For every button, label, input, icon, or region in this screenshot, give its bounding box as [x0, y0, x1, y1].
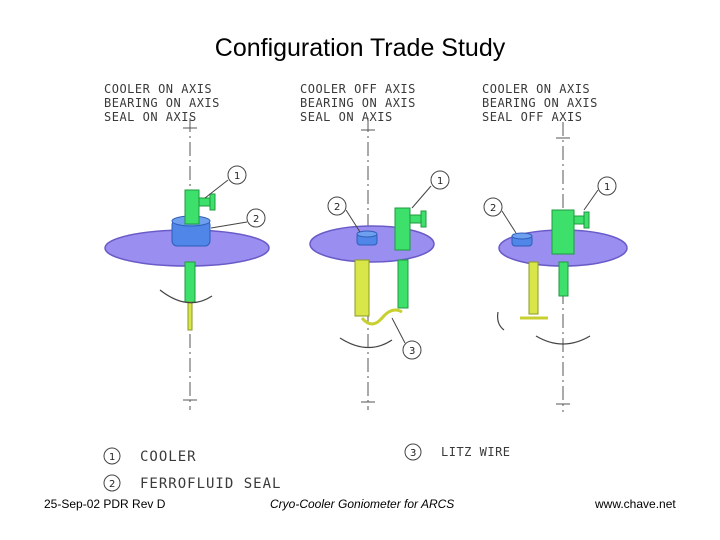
config-1-shaft	[184, 261, 196, 303]
config-2-callout-1: 1	[437, 176, 443, 187]
config-3-line-3: SEAL OFF AXIS	[482, 110, 582, 124]
config-3-shaft	[528, 261, 539, 315]
legend-item-2-num: 2	[109, 479, 115, 490]
config-1-line-2: BEARING ON AXIS	[104, 96, 220, 110]
config-3-rotation-arrow	[535, 335, 591, 345]
footer-url: www.chave.net	[595, 497, 676, 511]
config-2-callout-2: 2	[334, 202, 340, 213]
config-3-cooler	[551, 209, 575, 255]
config-3-callout-2: 2	[490, 203, 496, 214]
config-1: COOLER ON AXIS BEARING ON AXIS SEAL ON A…	[104, 82, 270, 410]
config-3-line-1: COOLER ON AXIS	[482, 82, 590, 96]
config-2-rotation-arrow	[339, 337, 393, 349]
config-1-callout-1: 1	[234, 171, 240, 182]
config-2-line-3: SEAL ON AXIS	[300, 110, 393, 124]
config-2-cooler	[394, 207, 411, 251]
config-1-rotation-arrow	[159, 289, 213, 304]
legend-item-3-label: LITZ WIRE	[441, 445, 511, 459]
config-3-line-2: BEARING ON AXIS	[482, 96, 598, 110]
config-1-line-1: COOLER ON AXIS	[104, 82, 212, 96]
config-2-callout-3: 3	[409, 346, 415, 357]
config-1-callout-2: 2	[253, 214, 259, 225]
config-2-line-2: BEARING ON AXIS	[300, 96, 416, 110]
config-2-line-1: COOLER OFF AXIS	[300, 82, 416, 96]
config-2-shaft	[354, 259, 370, 317]
config-2-litz-wire	[360, 308, 403, 326]
legend: 1 COOLER 2 FERROFLUID SEAL 3 LITZ WIRE	[103, 443, 511, 492]
legend-item-2-label: FERROFLUID SEAL	[140, 476, 281, 492]
footer-date: 25-Sep-02 PDR Rev D	[44, 497, 166, 511]
legend-item-3-num: 3	[410, 448, 416, 459]
config-3: COOLER ON AXIS BEARING ON AXIS SEAL OFF …	[482, 82, 628, 412]
config-1-line-3: SEAL ON AXIS	[104, 110, 197, 124]
config-2: COOLER OFF AXIS BEARING ON AXIS SEAL ON …	[300, 82, 450, 410]
slide-title: Configuration Trade Study	[214, 34, 506, 62]
footer-project: Cryo-Cooler Goniometer for ARCS	[270, 497, 455, 511]
legend-item-1-num: 1	[109, 452, 115, 463]
config-1-cooler	[184, 189, 200, 225]
config-3-callout-1: 1	[604, 182, 610, 193]
legend-item-1-label: COOLER	[140, 449, 197, 465]
